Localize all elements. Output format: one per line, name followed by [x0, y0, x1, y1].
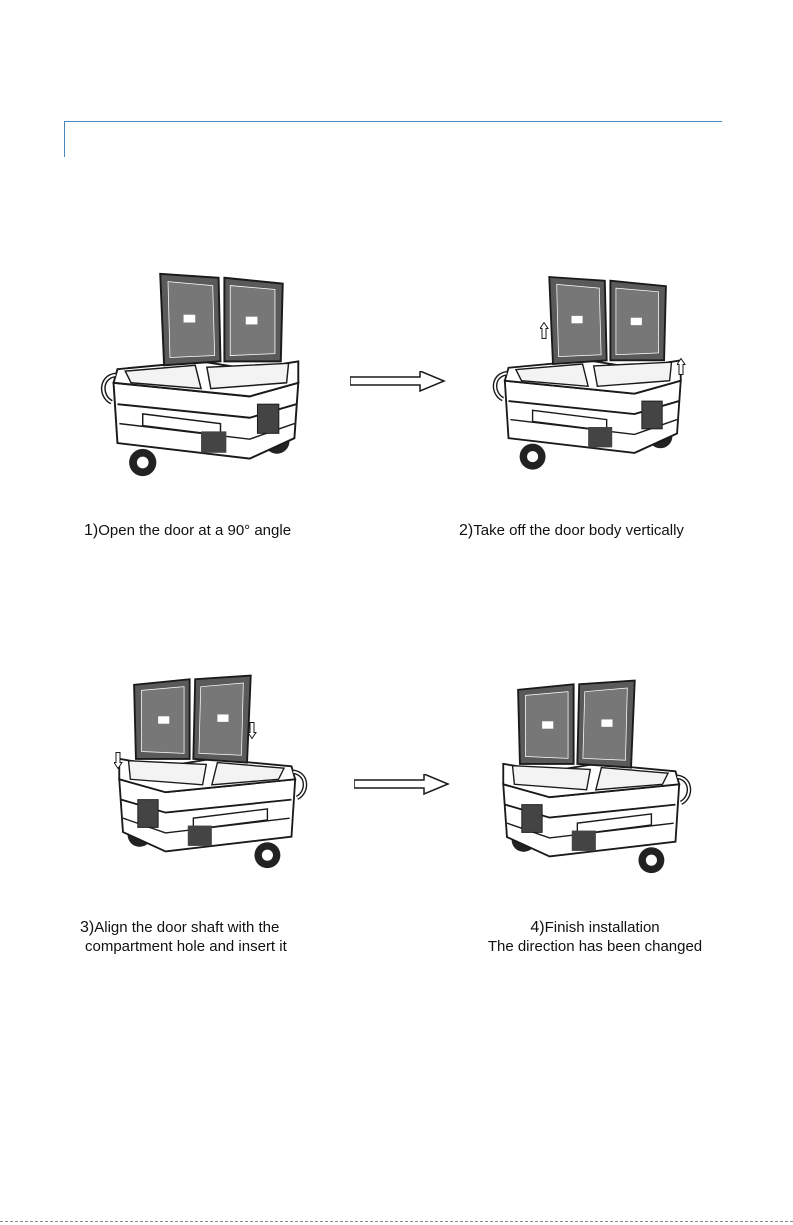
step-1-illustration [98, 262, 308, 488]
right-arrow-icon [354, 774, 452, 796]
step-3-caption: 3)Align the door shaft with the compartm… [80, 918, 287, 956]
step-4-caption: 4)Finish installation The direction has … [470, 918, 720, 956]
down-arrow-icon [248, 722, 257, 740]
caption-line: Align the door shaft with the [94, 919, 279, 936]
step-2-caption: 2)Take off the door body vertically [459, 521, 684, 540]
step-number: 4) [530, 919, 544, 936]
caption-line: Take off the door body vertically [473, 522, 684, 539]
down-arrow-icon [114, 752, 123, 770]
step-number: 2) [459, 522, 473, 539]
header-rule-tick [64, 121, 65, 157]
caption-line: Finish installation [545, 919, 660, 936]
step-4-illustration [494, 660, 694, 890]
header-rule [64, 121, 722, 122]
page-bottom-border [0, 1221, 793, 1222]
right-arrow-icon [350, 371, 448, 393]
step-1-caption: 1)Open the door at a 90° angle [84, 521, 291, 540]
step-3-illustration [110, 655, 310, 885]
up-arrow-icon [677, 358, 686, 376]
step-2-illustration [490, 262, 690, 492]
caption-line: The direction has been changed [488, 938, 702, 955]
caption-line: Open the door at a 90° angle [98, 522, 291, 539]
caption-line: compartment hole and insert it [85, 938, 287, 955]
step-number: 3) [80, 919, 94, 936]
step-number: 1) [84, 522, 98, 539]
up-arrow-icon [540, 322, 549, 340]
